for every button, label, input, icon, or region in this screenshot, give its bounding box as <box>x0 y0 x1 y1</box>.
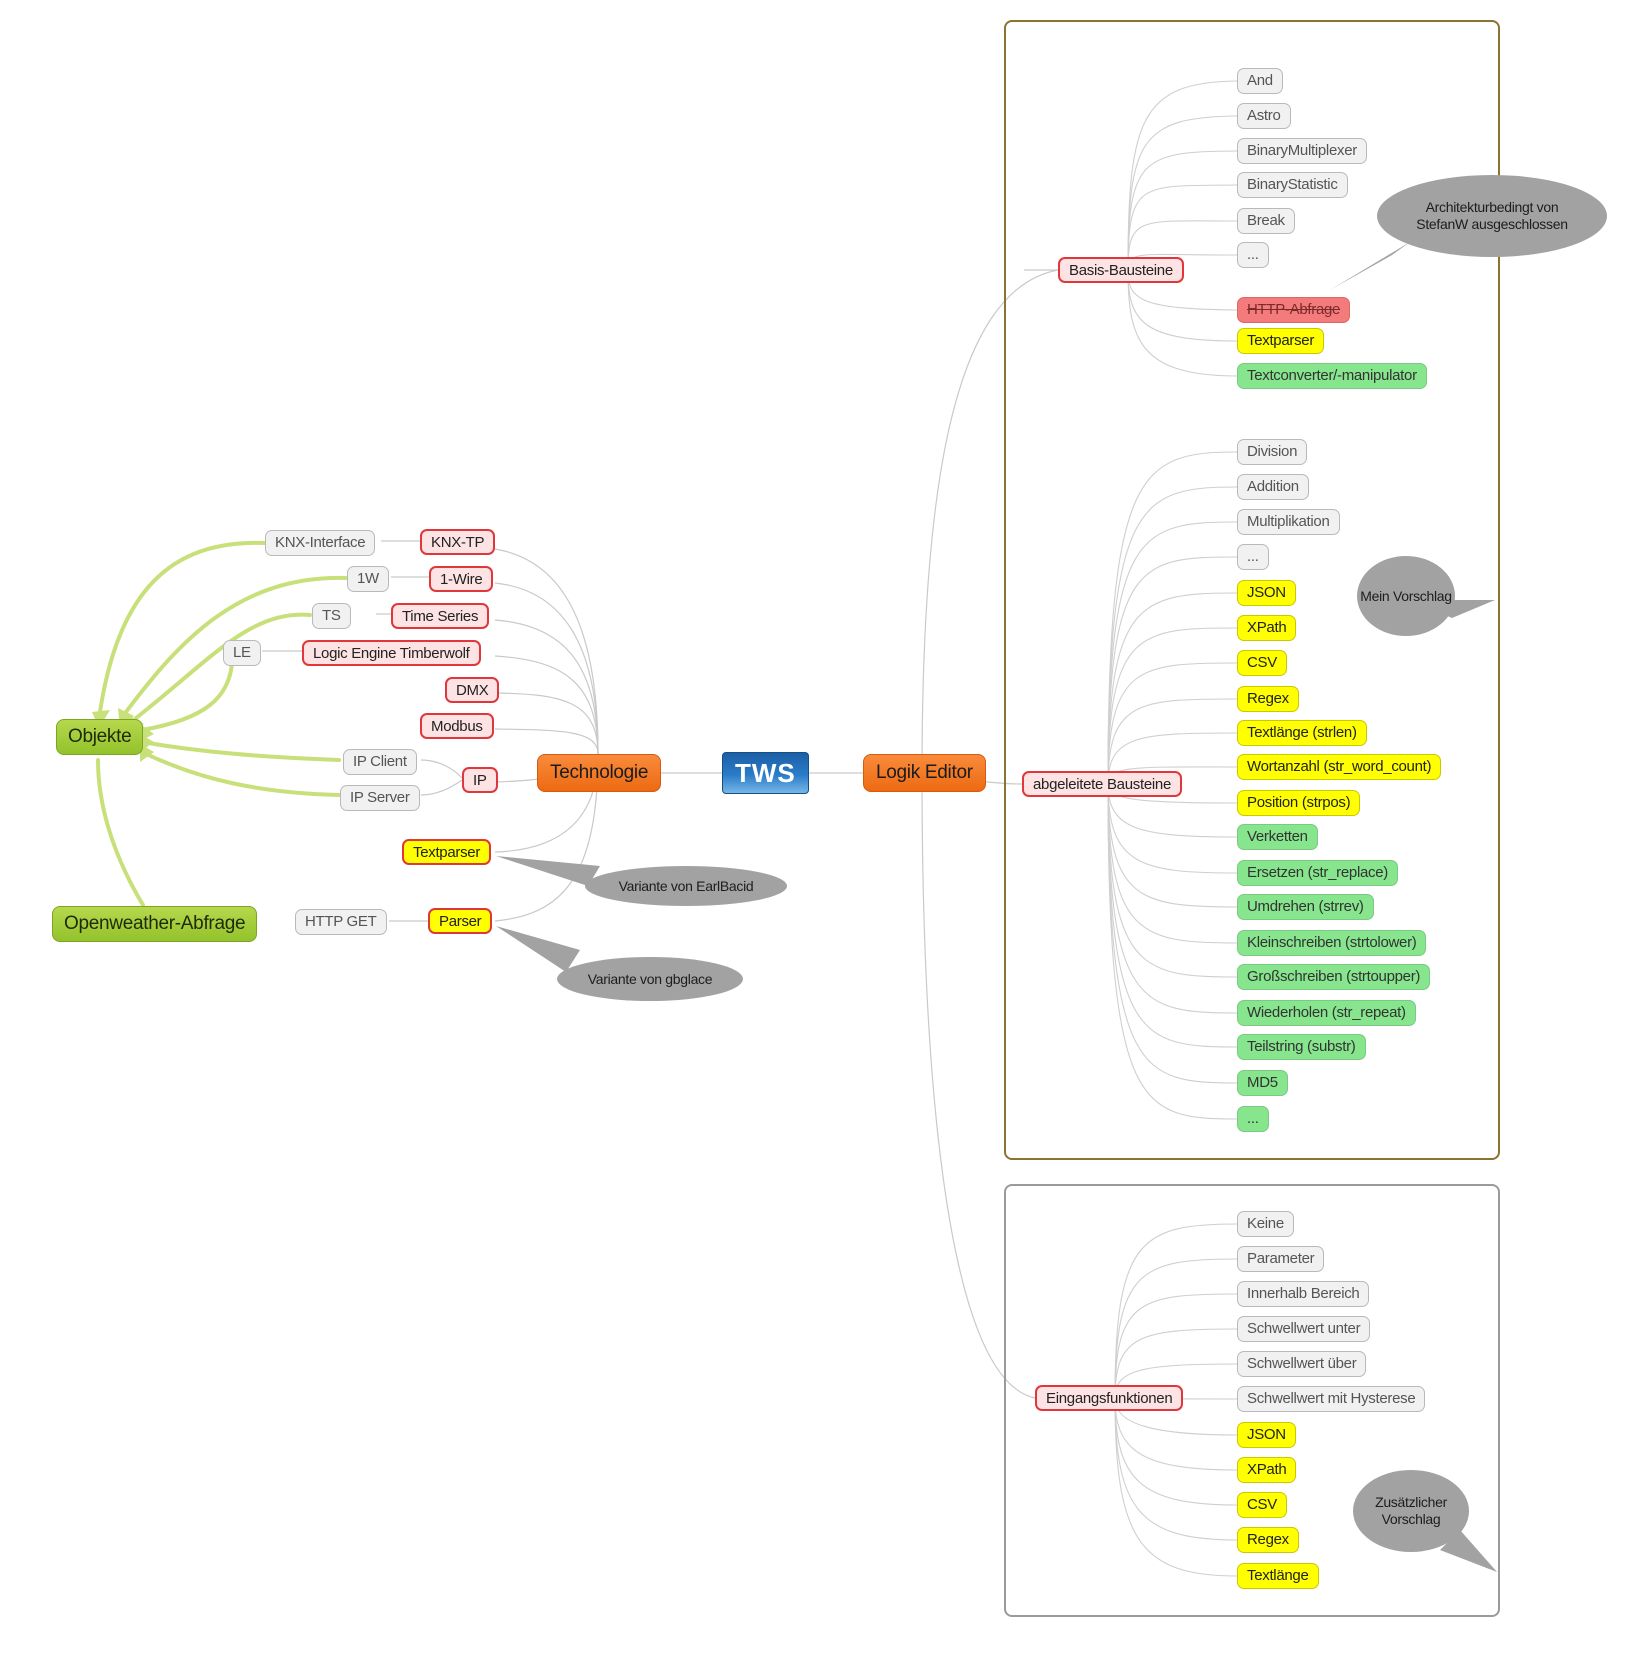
basis-item[interactable]: Break <box>1237 208 1295 234</box>
abgeleitet-item[interactable]: Wortanzahl (str_word_count) <box>1237 754 1442 780</box>
abgeleitet-item[interactable]: Verketten <box>1237 824 1318 850</box>
abgeleitet-item[interactable]: Großschreiben (strtoupper) <box>1237 964 1431 990</box>
technology-item[interactable]: Time Series <box>391 603 490 629</box>
abgeleitet-item[interactable]: JSON <box>1237 580 1296 606</box>
interface-node[interactable]: KNX-Interface <box>265 530 376 556</box>
basis-item[interactable]: BinaryStatistic <box>1237 172 1348 198</box>
interface-node[interactable]: 1W <box>347 566 389 592</box>
abgeleitet-item[interactable]: Regex <box>1237 686 1299 712</box>
eingang-item[interactable]: Schwellwert über <box>1237 1351 1367 1377</box>
basis-bausteine-node[interactable]: Basis-Bausteine <box>1058 257 1184 283</box>
abgeleitet-item[interactable]: ... <box>1237 544 1269 570</box>
note-callout: Variante von gbglace <box>557 957 743 1001</box>
basis-item[interactable]: Astro <box>1237 103 1291 129</box>
technology-item[interactable]: 1-Wire <box>429 566 494 592</box>
basis-item[interactable]: Textconverter/-manipulator <box>1237 363 1427 389</box>
technology-item[interactable]: Parser <box>428 908 493 934</box>
basis-item[interactable]: And <box>1237 68 1283 94</box>
eingang-item[interactable]: Keine <box>1237 1211 1294 1237</box>
abgeleitet-item[interactable]: Division <box>1237 439 1308 465</box>
note-callout: Zusätzlicher Vorschlag <box>1353 1470 1469 1552</box>
logik-editor-node[interactable]: Logik Editor <box>863 754 986 792</box>
abgeleitet-item[interactable]: Teilstring (substr) <box>1237 1034 1366 1060</box>
note-callout: Variante von EarlBacid <box>585 866 787 906</box>
abgeleitete-bausteine-node[interactable]: abgeleitete Bausteine <box>1022 771 1182 797</box>
eingang-item[interactable]: Parameter <box>1237 1246 1325 1272</box>
technologie-node[interactable]: Technologie <box>537 754 662 792</box>
technology-item[interactable]: KNX-TP <box>420 529 496 555</box>
abgeleitet-item[interactable]: Position (strpos) <box>1237 790 1361 816</box>
eingang-item[interactable]: Schwellwert unter <box>1237 1316 1371 1342</box>
eingang-item[interactable]: JSON <box>1237 1422 1296 1448</box>
abgeleitet-item[interactable]: Umdrehen (strrev) <box>1237 894 1374 920</box>
abgeleitet-item[interactable]: XPath <box>1237 615 1297 641</box>
abgeleitet-item[interactable]: CSV <box>1237 650 1287 676</box>
abgeleitet-item[interactable]: Textlänge (strlen) <box>1237 720 1367 746</box>
eingang-item[interactable]: CSV <box>1237 1492 1287 1518</box>
technology-item[interactable]: IP <box>462 767 498 793</box>
abgeleitet-item[interactable]: Ersetzen (str_replace) <box>1237 860 1398 886</box>
abgeleitet-item[interactable]: Wiederholen (str_repeat) <box>1237 1000 1416 1026</box>
group-frame-bausteine <box>1004 20 1500 1160</box>
note-callout: Architekturbedingt von StefanW ausgeschl… <box>1377 175 1607 257</box>
eingang-item[interactable]: Schwellwert mit Hysterese <box>1237 1386 1426 1412</box>
interface-node[interactable]: IP Client <box>343 749 417 775</box>
basis-item[interactable]: HTTP-Abfrage <box>1237 297 1351 323</box>
basis-item[interactable]: Textparser <box>1237 328 1325 354</box>
openweather-node[interactable]: Openweather-Abfrage <box>52 906 258 942</box>
interface-node[interactable]: HTTP GET <box>295 909 387 935</box>
basis-item[interactable]: BinaryMultiplexer <box>1237 138 1367 164</box>
technology-item[interactable]: Logic Engine Timberwolf <box>302 640 481 666</box>
abgeleitet-item[interactable]: Kleinschreiben (strtolower) <box>1237 930 1427 956</box>
eingang-item[interactable]: XPath <box>1237 1457 1297 1483</box>
technology-item[interactable]: Textparser <box>402 839 492 865</box>
abgeleitet-item[interactable]: Addition <box>1237 474 1309 500</box>
eingang-item[interactable]: Textlänge <box>1237 1563 1319 1589</box>
interface-node[interactable]: IP Server <box>340 785 420 811</box>
basis-item[interactable]: ... <box>1237 242 1269 268</box>
eingang-item[interactable]: Regex <box>1237 1527 1299 1553</box>
interface-node[interactable]: LE <box>223 640 261 666</box>
group-frame-eingangsfunktionen <box>1004 1184 1500 1617</box>
eingang-item[interactable]: Innerhalb Bereich <box>1237 1281 1370 1307</box>
note-callout: Mein Vorschlag <box>1357 556 1455 636</box>
objekte-node[interactable]: Objekte <box>56 719 144 755</box>
eingangsfunktionen-node[interactable]: Eingangsfunktionen <box>1035 1385 1184 1411</box>
abgeleitet-item[interactable]: MD5 <box>1237 1070 1288 1096</box>
technology-item[interactable]: Modbus <box>420 713 494 739</box>
technology-item[interactable]: DMX <box>445 677 500 703</box>
abgeleitet-item[interactable]: ... <box>1237 1106 1269 1132</box>
abgeleitet-item[interactable]: Multiplikation <box>1237 509 1340 535</box>
interface-node[interactable]: TS <box>312 603 351 629</box>
root-node[interactable]: TWS <box>722 752 809 794</box>
